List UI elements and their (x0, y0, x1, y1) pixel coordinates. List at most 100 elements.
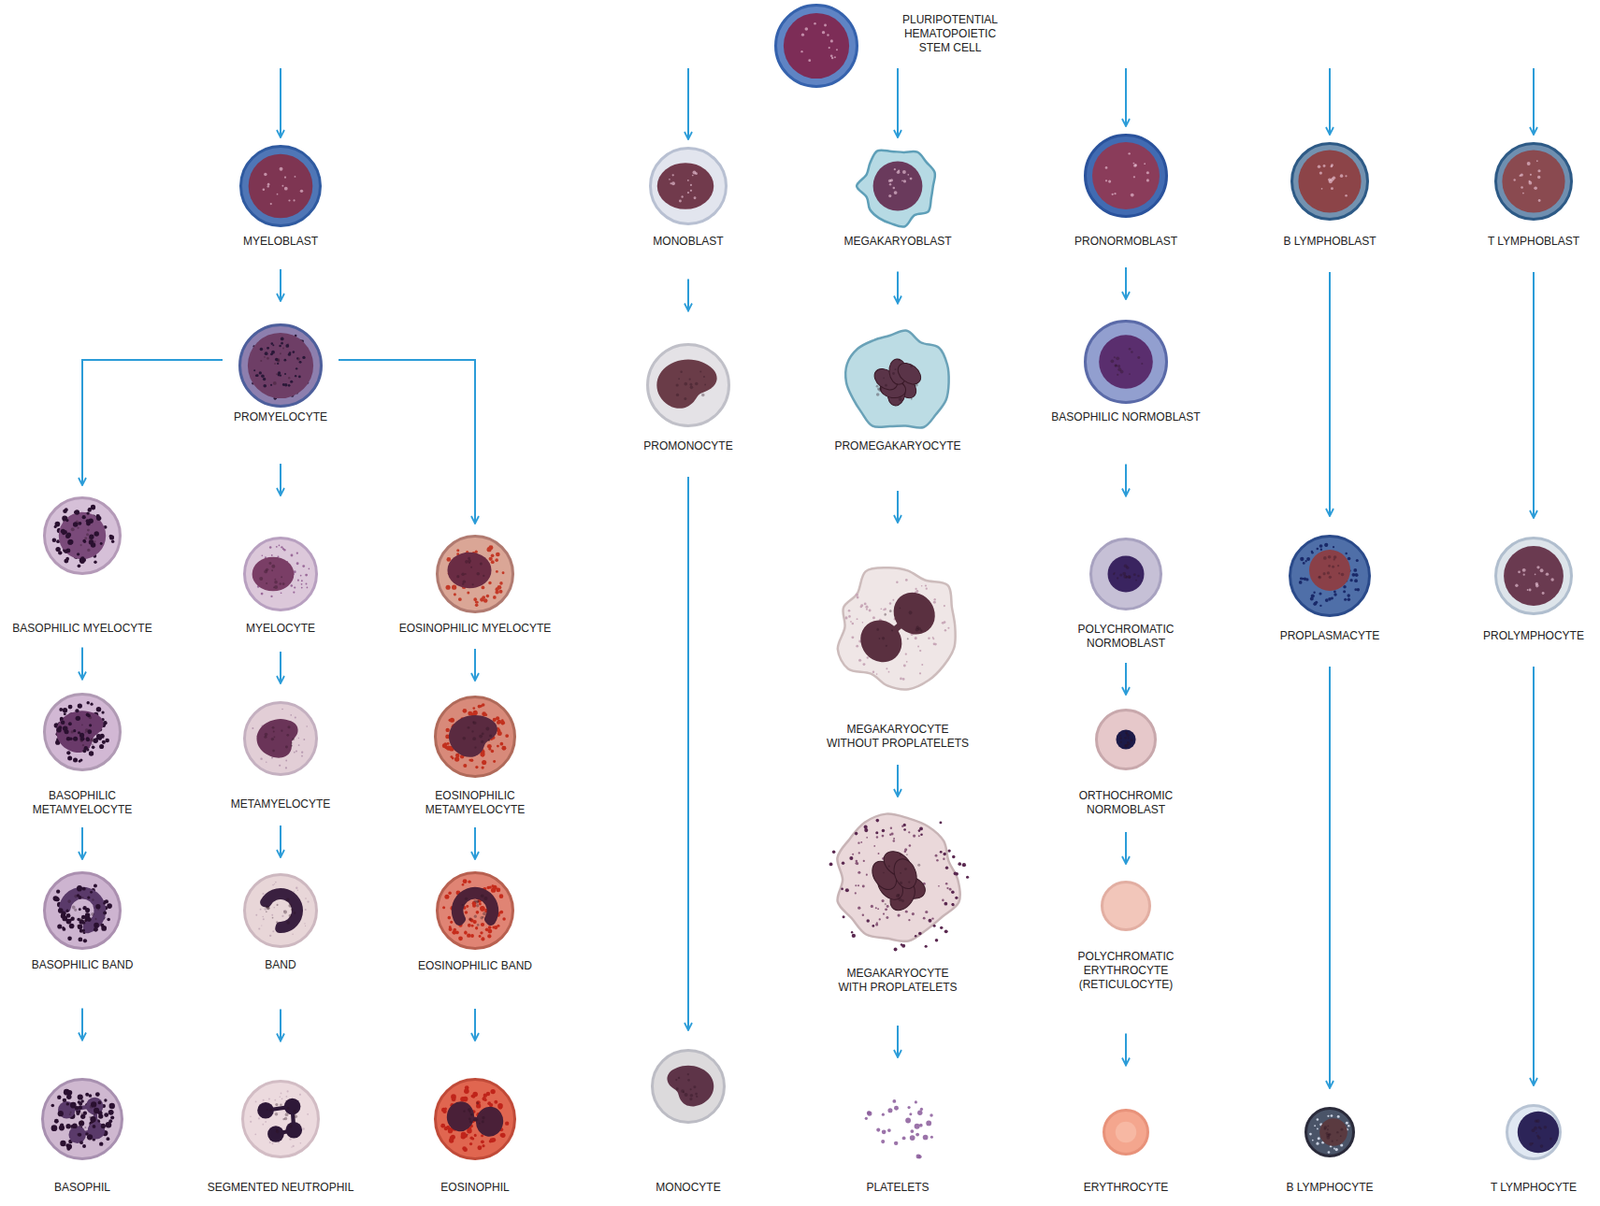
cell-part (882, 912, 885, 915)
cell-part (1355, 559, 1359, 563)
cell-part (264, 351, 269, 356)
cell-part (1340, 173, 1344, 178)
cell-part (866, 656, 869, 659)
cell-part (280, 546, 283, 548)
cell-part (680, 195, 683, 198)
cell-part (86, 714, 91, 719)
cell-illustration (768, 0, 865, 94)
cell-part (470, 1113, 474, 1117)
cell-part (273, 586, 275, 589)
cell-part (260, 374, 265, 378)
cell-part (290, 745, 293, 748)
cell-part (471, 924, 475, 928)
cell-part (293, 199, 296, 202)
cell-part (488, 748, 491, 751)
cell-part (274, 1112, 279, 1117)
cell-part (845, 331, 949, 429)
cell-part (945, 866, 949, 870)
cell-part (902, 170, 907, 174)
cell-part (1130, 193, 1135, 198)
cell-part (776, 5, 858, 87)
cell-part (942, 852, 947, 857)
cell-label: MYELOBLAST (224, 234, 337, 249)
cell-part (82, 744, 85, 747)
cell-part (884, 384, 888, 388)
cell-part (288, 384, 291, 388)
cell-part (280, 1093, 283, 1096)
cell-part (472, 583, 475, 586)
cell-part (472, 706, 476, 710)
cell-part (251, 727, 254, 730)
cell-part (856, 150, 936, 228)
cell-part (490, 1138, 495, 1143)
cell-node: PROMEGAKARYOCYTE (818, 326, 978, 454)
cell-part (805, 27, 809, 31)
cell-part (917, 864, 921, 867)
cell-part (305, 583, 308, 586)
cell-node: MEGAKARYOBLAST (827, 143, 968, 249)
cell-part (462, 763, 467, 768)
cell-part (294, 374, 297, 377)
cell-part (1323, 572, 1327, 576)
cell-part (1333, 555, 1338, 560)
cell-part (259, 371, 262, 375)
label-wrap: EOSINOPHIL (418, 1181, 532, 1196)
cell-part (304, 574, 308, 577)
cell-part (81, 723, 84, 726)
cell-part (893, 948, 898, 952)
cell-part (449, 755, 453, 759)
lineage-arrow (896, 1025, 899, 1058)
cell-illustration (37, 490, 128, 581)
cell-part (62, 707, 68, 713)
cell-part (490, 749, 494, 753)
cell-node: METAMYELOCYTE (219, 699, 342, 812)
cell-part (44, 498, 121, 575)
cell-part (1096, 710, 1156, 770)
cell-part (78, 705, 82, 708)
cell-part (487, 1101, 491, 1106)
cell-label: PROMEGAKARYOCYTE (818, 439, 978, 454)
cell-part (1319, 544, 1324, 548)
cell-part (95, 737, 99, 741)
cell-part (500, 742, 505, 747)
lineage-arrow (1124, 832, 1127, 865)
cell-part (949, 888, 952, 892)
cell-part (474, 1104, 506, 1139)
cell-part (855, 645, 859, 649)
cell-part (66, 1144, 73, 1151)
cell-part (903, 179, 907, 183)
cell-part (302, 1127, 304, 1130)
cell-part (687, 179, 690, 182)
cell-part (851, 853, 854, 856)
cell-part (873, 161, 923, 212)
cell-part (77, 1094, 84, 1100)
cell-part (284, 383, 288, 387)
cell-part (446, 557, 451, 563)
cell-part (269, 1109, 273, 1112)
cell-part (69, 736, 73, 740)
cell-part (1331, 565, 1335, 569)
cell-part (1496, 144, 1572, 220)
cell-part (451, 887, 499, 927)
lineage-arrow (1532, 272, 1535, 519)
cell-part (1119, 574, 1123, 577)
cell-part (1110, 359, 1115, 363)
cell-part (462, 879, 468, 884)
cell-part (480, 765, 484, 769)
cell-part (676, 393, 679, 397)
cell-part (690, 189, 692, 192)
cell-part (919, 672, 922, 675)
cell-part (297, 579, 300, 582)
cell-part (478, 903, 482, 907)
cell-part (467, 559, 472, 563)
label-wrap: BASOPHILIC METAMYELOCYTE (16, 789, 148, 818)
cell-node: EOSINOPHILIC MYELOCYTE (390, 533, 560, 636)
cell-part (468, 1117, 472, 1121)
cell-part (1133, 164, 1137, 168)
cell-part (84, 536, 87, 540)
cell-part (1503, 546, 1564, 606)
cell-part (291, 934, 293, 936)
cell-part (478, 935, 482, 938)
cell-part (479, 906, 485, 911)
label-wrap: MYELOBLAST (224, 234, 337, 249)
